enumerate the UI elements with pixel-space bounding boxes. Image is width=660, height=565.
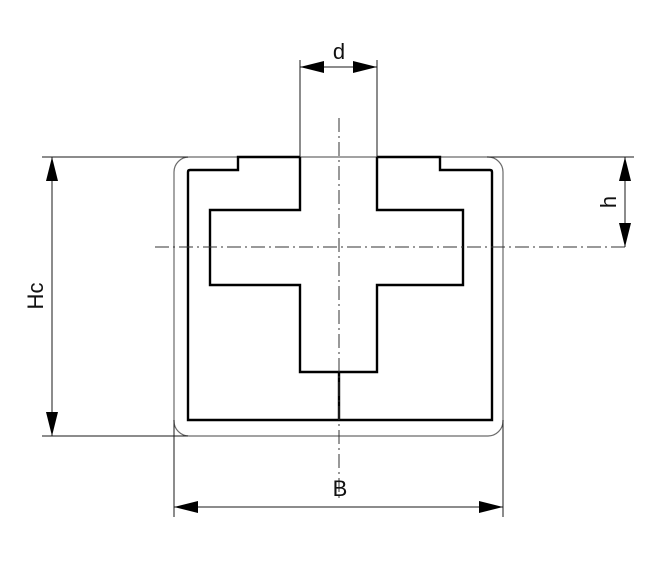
d-arrow-right: [353, 61, 377, 73]
b-label: B: [333, 476, 348, 501]
d-label: d: [333, 39, 345, 64]
hc-label: Hc: [23, 283, 48, 310]
b-arrow-right: [479, 501, 503, 513]
hc-arrow-bottom: [46, 412, 58, 436]
h-label: h: [596, 196, 621, 208]
h-arrow-bottom: [619, 223, 631, 247]
b-arrow-left: [174, 501, 198, 513]
d-arrow-left: [300, 61, 324, 73]
cross-slot-outline: [208, 157, 465, 374]
hc-arrow-top: [46, 157, 58, 181]
h-arrow-top: [619, 157, 631, 181]
